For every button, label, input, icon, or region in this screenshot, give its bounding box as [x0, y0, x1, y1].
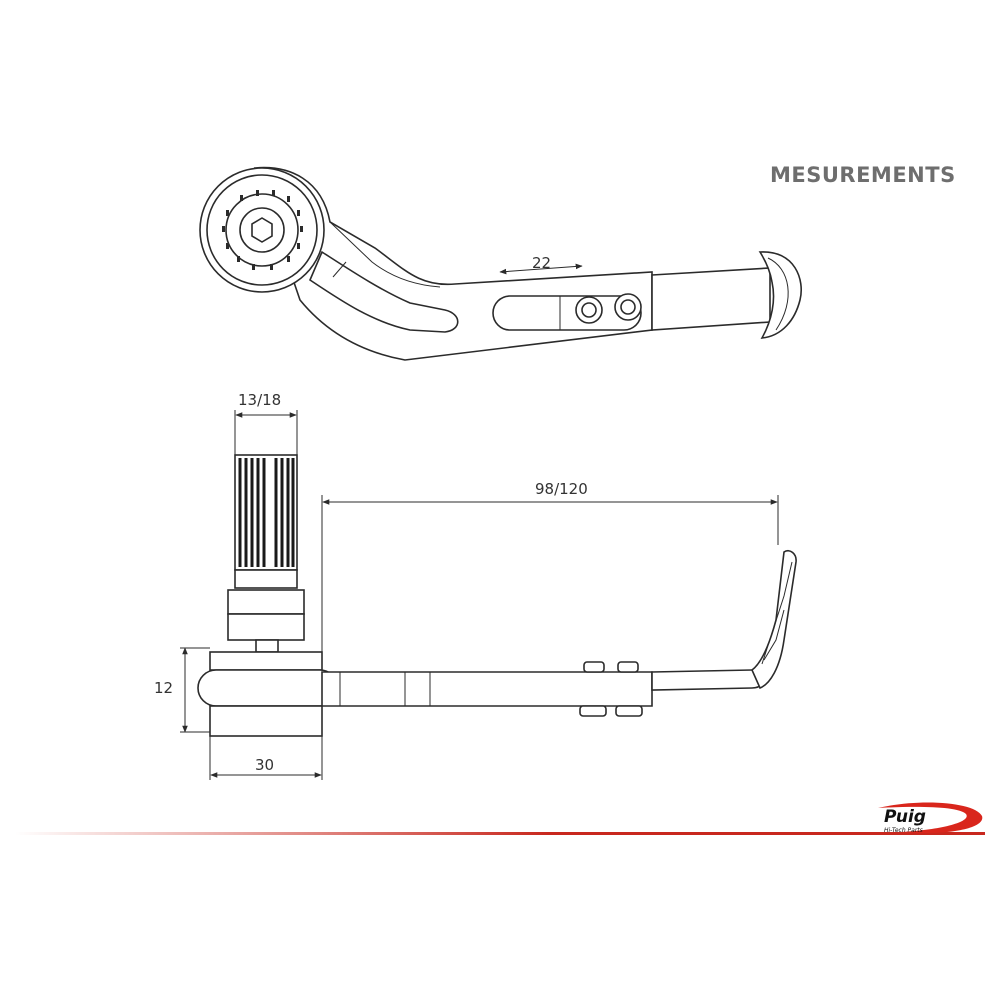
engraving-marks [222, 190, 303, 270]
page-title: MESUREMENTS [770, 163, 956, 187]
reach-dimension-label: 98/120 [535, 480, 588, 498]
spacer-upper [227, 589, 305, 615]
bend-slot [309, 250, 459, 333]
lever-arm-outline [253, 166, 653, 361]
stem [255, 639, 279, 653]
clamp-body [197, 669, 339, 707]
screw-head-bottom-2 [615, 705, 643, 717]
bar-end-clamp [199, 167, 325, 293]
guard-tip [758, 251, 802, 339]
side-guard-tip-inner [763, 609, 785, 661]
clamp-top-plate [209, 651, 323, 671]
brand-swoosh-icon [878, 802, 983, 834]
footer-rule [15, 832, 985, 835]
slot-dimension-line [499, 263, 583, 275]
thickness-dimension-label: 12 [154, 679, 173, 697]
side-view: 13/18 98/120 12 30 [154, 391, 797, 780]
hex-socket-icon [251, 217, 273, 243]
brand-name: Puig [884, 807, 926, 827]
screw-head-top-1 [583, 661, 605, 673]
guard-tip-edge [767, 257, 789, 331]
slot-dimension-label: 22 [532, 254, 551, 272]
guard-bar [651, 267, 771, 331]
screw-right [614, 293, 642, 321]
adjust-slot [492, 295, 642, 331]
side-guard-tip-edge [761, 561, 793, 665]
bar-end-dimension-label: 13/18 [238, 391, 281, 409]
side-guard-bar [651, 661, 769, 691]
brand-logo: Puig Hi-Tech Parts [878, 802, 983, 834]
side-guard-tip [751, 549, 797, 690]
top-view: 22 [199, 166, 802, 361]
knurl-lines [238, 458, 295, 567]
brand-tagline: Hi-Tech Parts [884, 827, 923, 834]
spacer-lower [227, 613, 305, 641]
screw-left [575, 296, 603, 324]
width-dimension-label: 30 [255, 756, 274, 774]
screw-head-top-2 [617, 661, 639, 673]
bend-tick [332, 261, 347, 278]
side-arm [321, 671, 653, 707]
screw-head-bottom-1 [579, 705, 607, 717]
clamp-bottom-plate [209, 705, 323, 737]
bar-end-collar [234, 569, 298, 589]
bend-edge [329, 221, 441, 288]
